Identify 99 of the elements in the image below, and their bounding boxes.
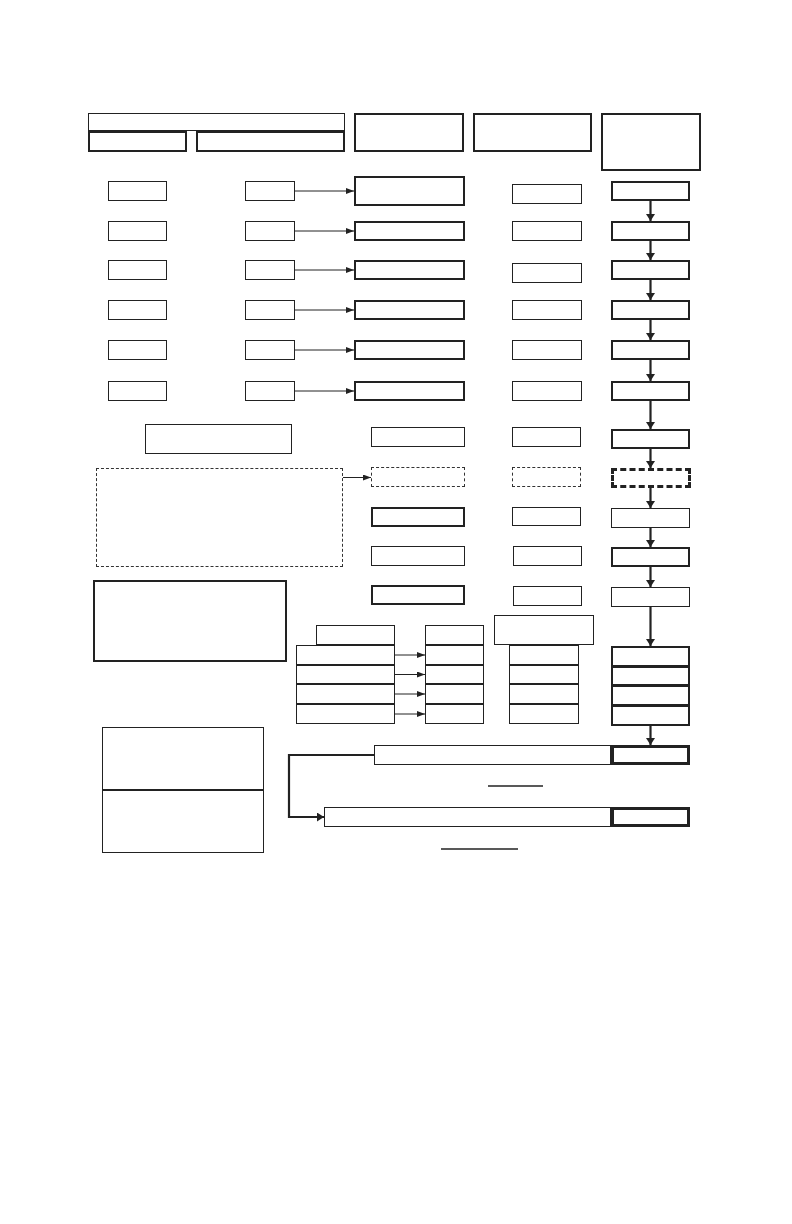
empty-box (512, 184, 582, 204)
arrow (394, 711, 426, 717)
empty-box (96, 468, 343, 567)
empty-box (611, 587, 690, 607)
empty-box (611, 221, 690, 241)
empty-box (512, 263, 582, 283)
empty-box (611, 300, 690, 320)
empty-box (245, 181, 295, 201)
arrow (646, 528, 655, 547)
empty-box (296, 665, 395, 684)
arrow (646, 567, 655, 587)
empty-box (611, 260, 690, 280)
empty-box (296, 645, 395, 665)
empty-box (512, 427, 581, 447)
arrow (294, 307, 355, 313)
empty-box (611, 381, 690, 401)
empty-box (611, 508, 690, 528)
empty-box (354, 113, 464, 152)
arrow (294, 228, 355, 234)
empty-box (102, 790, 264, 853)
arrow (646, 360, 655, 381)
empty-box (245, 221, 295, 241)
empty-box (88, 131, 187, 152)
arrow (394, 652, 426, 658)
empty-box (296, 684, 395, 704)
empty-box (513, 586, 582, 606)
empty-box (296, 704, 395, 724)
empty-box (108, 300, 167, 320)
empty-box (93, 580, 287, 662)
empty-box (425, 645, 484, 665)
arrow (646, 241, 655, 260)
empty-box (88, 113, 345, 131)
empty-box (512, 340, 582, 360)
empty-box (425, 684, 484, 704)
empty-box (611, 666, 690, 686)
empty-box (354, 340, 465, 360)
empty-box (512, 507, 581, 526)
empty-box (601, 113, 701, 171)
empty-box (354, 221, 465, 241)
empty-box (425, 704, 484, 724)
empty-box (494, 615, 594, 645)
empty-box (196, 131, 345, 152)
empty-box (354, 260, 465, 280)
empty-box (371, 546, 465, 566)
arrow (294, 188, 355, 194)
empty-box (371, 467, 465, 487)
empty-box (611, 429, 690, 449)
empty-box (611, 646, 690, 667)
arrow (646, 201, 655, 221)
empty-box (371, 585, 465, 605)
arrow (342, 474, 372, 481)
empty-box (509, 704, 579, 724)
empty-box (102, 727, 264, 790)
arrow (646, 280, 655, 300)
empty-box (611, 547, 690, 567)
empty-box (611, 705, 690, 726)
empty-box (611, 181, 690, 201)
empty-box (245, 300, 295, 320)
empty-box (108, 340, 167, 360)
arrow (646, 488, 655, 508)
arrow (294, 267, 355, 273)
empty-box (245, 381, 295, 401)
arrow (394, 671, 426, 678)
empty-box (509, 645, 579, 665)
empty-box (512, 467, 581, 487)
empty-box (512, 381, 582, 401)
empty-box (354, 381, 465, 401)
arrow (287, 753, 374, 822)
empty-box (145, 424, 292, 454)
empty-box (473, 113, 592, 152)
empty-box (611, 340, 690, 360)
empty-box (509, 684, 579, 704)
empty-box (509, 665, 579, 684)
empty-box (425, 665, 484, 684)
arrow (394, 691, 426, 697)
empty-box (108, 381, 167, 401)
arrow (646, 607, 655, 646)
empty-box (371, 507, 465, 527)
arrow (294, 388, 355, 394)
empty-box (316, 625, 395, 645)
empty-box (354, 300, 465, 320)
arrow (646, 449, 655, 468)
empty-box (611, 685, 690, 706)
arrow (646, 401, 655, 429)
empty-box (371, 427, 465, 447)
arrow (646, 320, 655, 340)
empty-box (512, 221, 582, 241)
empty-box (354, 176, 465, 206)
empty-box (245, 340, 295, 360)
empty-box (512, 300, 582, 320)
arrow (294, 347, 355, 353)
empty-box (425, 625, 484, 645)
empty-box (108, 260, 167, 280)
empty-box (108, 221, 167, 241)
empty-box (108, 181, 167, 201)
arrow (646, 726, 655, 745)
empty-box (245, 260, 295, 280)
empty-box (513, 546, 582, 566)
empty-box (611, 468, 691, 488)
